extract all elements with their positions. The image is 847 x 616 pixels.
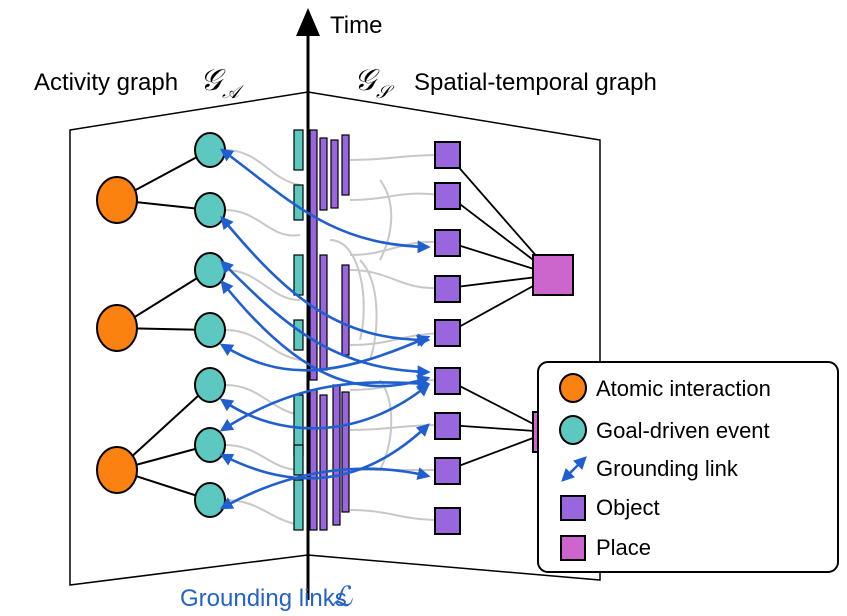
object-timeline-bar bbox=[319, 394, 328, 531]
object-timeline-bar bbox=[319, 137, 328, 211]
goal-driven-event-node bbox=[194, 252, 226, 288]
atomic-interaction-node bbox=[96, 446, 138, 494]
legend-event-swatch bbox=[559, 415, 587, 445]
atomic-nodes bbox=[96, 176, 138, 494]
legend-object-swatch bbox=[560, 495, 586, 521]
object-node bbox=[434, 319, 461, 347]
atomic-interaction-node bbox=[96, 304, 138, 352]
time-axis-arrowhead bbox=[296, 8, 320, 36]
grounding-link bbox=[219, 376, 431, 432]
object-timeline-bar bbox=[309, 389, 318, 531]
legend-atomic-label: Atomic interaction bbox=[596, 376, 771, 401]
goal-driven-event-node bbox=[194, 132, 226, 168]
legend-place-label: Place bbox=[596, 535, 651, 560]
object-node bbox=[434, 229, 461, 257]
grounding-link bbox=[219, 335, 431, 372]
legend: Atomic interaction Goal-driven event Gro… bbox=[537, 361, 839, 573]
event-timeline-bar bbox=[293, 254, 304, 296]
place-node bbox=[532, 254, 574, 296]
atomic-interaction-node bbox=[96, 176, 138, 224]
object-node bbox=[434, 182, 461, 210]
goal-driven-event-node bbox=[194, 427, 226, 463]
object-timeline-bar bbox=[341, 264, 350, 356]
object-timeline-bar bbox=[341, 391, 350, 513]
grounding-link bbox=[219, 467, 431, 510]
legend-grounding-swatch bbox=[561, 456, 587, 482]
legend-object-label: Object bbox=[596, 495, 660, 520]
object-node bbox=[434, 275, 461, 303]
object-node bbox=[434, 412, 461, 440]
activity-graph-title: Activity graph 𝒢 𝒜 bbox=[34, 63, 244, 103]
grounding-links-symbol: ℒ bbox=[332, 580, 353, 613]
object-node bbox=[434, 457, 461, 485]
event-timeline-bar bbox=[293, 129, 304, 171]
legend-event-label: Goal-driven event bbox=[596, 418, 770, 443]
object-node bbox=[434, 141, 461, 169]
grounding-links-title: Grounding links ℒ bbox=[180, 580, 353, 613]
goal-driven-event-node bbox=[194, 192, 226, 228]
activity-graph-label: Activity graph bbox=[34, 69, 178, 96]
object-timeline-bar bbox=[341, 134, 350, 196]
legend-grounding-label: Grounding link bbox=[596, 456, 739, 481]
object-node bbox=[434, 367, 461, 395]
event-nodes bbox=[194, 132, 226, 518]
object-node bbox=[434, 507, 461, 535]
legend-atomic-swatch bbox=[559, 373, 587, 403]
time-label: Time bbox=[330, 12, 382, 39]
event-timeline-bar bbox=[293, 184, 304, 221]
spatial-graph-title: 𝒢 𝒮 Spatial-temporal graph bbox=[354, 63, 657, 103]
legend-box bbox=[537, 361, 839, 573]
grounding-links bbox=[219, 148, 431, 510]
spatial-graph-label: Spatial-temporal graph bbox=[414, 69, 657, 96]
spatial-graph-subscript: 𝒮 bbox=[376, 82, 395, 103]
event-timeline-bar bbox=[293, 479, 304, 531]
event-timeline-bar bbox=[293, 444, 304, 476]
object-timeline-bar bbox=[330, 139, 339, 209]
legend-place-swatch bbox=[560, 535, 586, 561]
grounding-links-label: Grounding links bbox=[180, 585, 347, 612]
event-timeline-bar bbox=[293, 319, 304, 351]
activity-graph-subscript: 𝒜 bbox=[222, 82, 244, 103]
object-timeline-bar bbox=[332, 384, 341, 526]
goal-driven-event-node bbox=[194, 482, 226, 518]
goal-driven-event-node bbox=[194, 367, 226, 403]
goal-driven-event-node bbox=[194, 312, 226, 348]
object-nodes bbox=[434, 141, 461, 535]
